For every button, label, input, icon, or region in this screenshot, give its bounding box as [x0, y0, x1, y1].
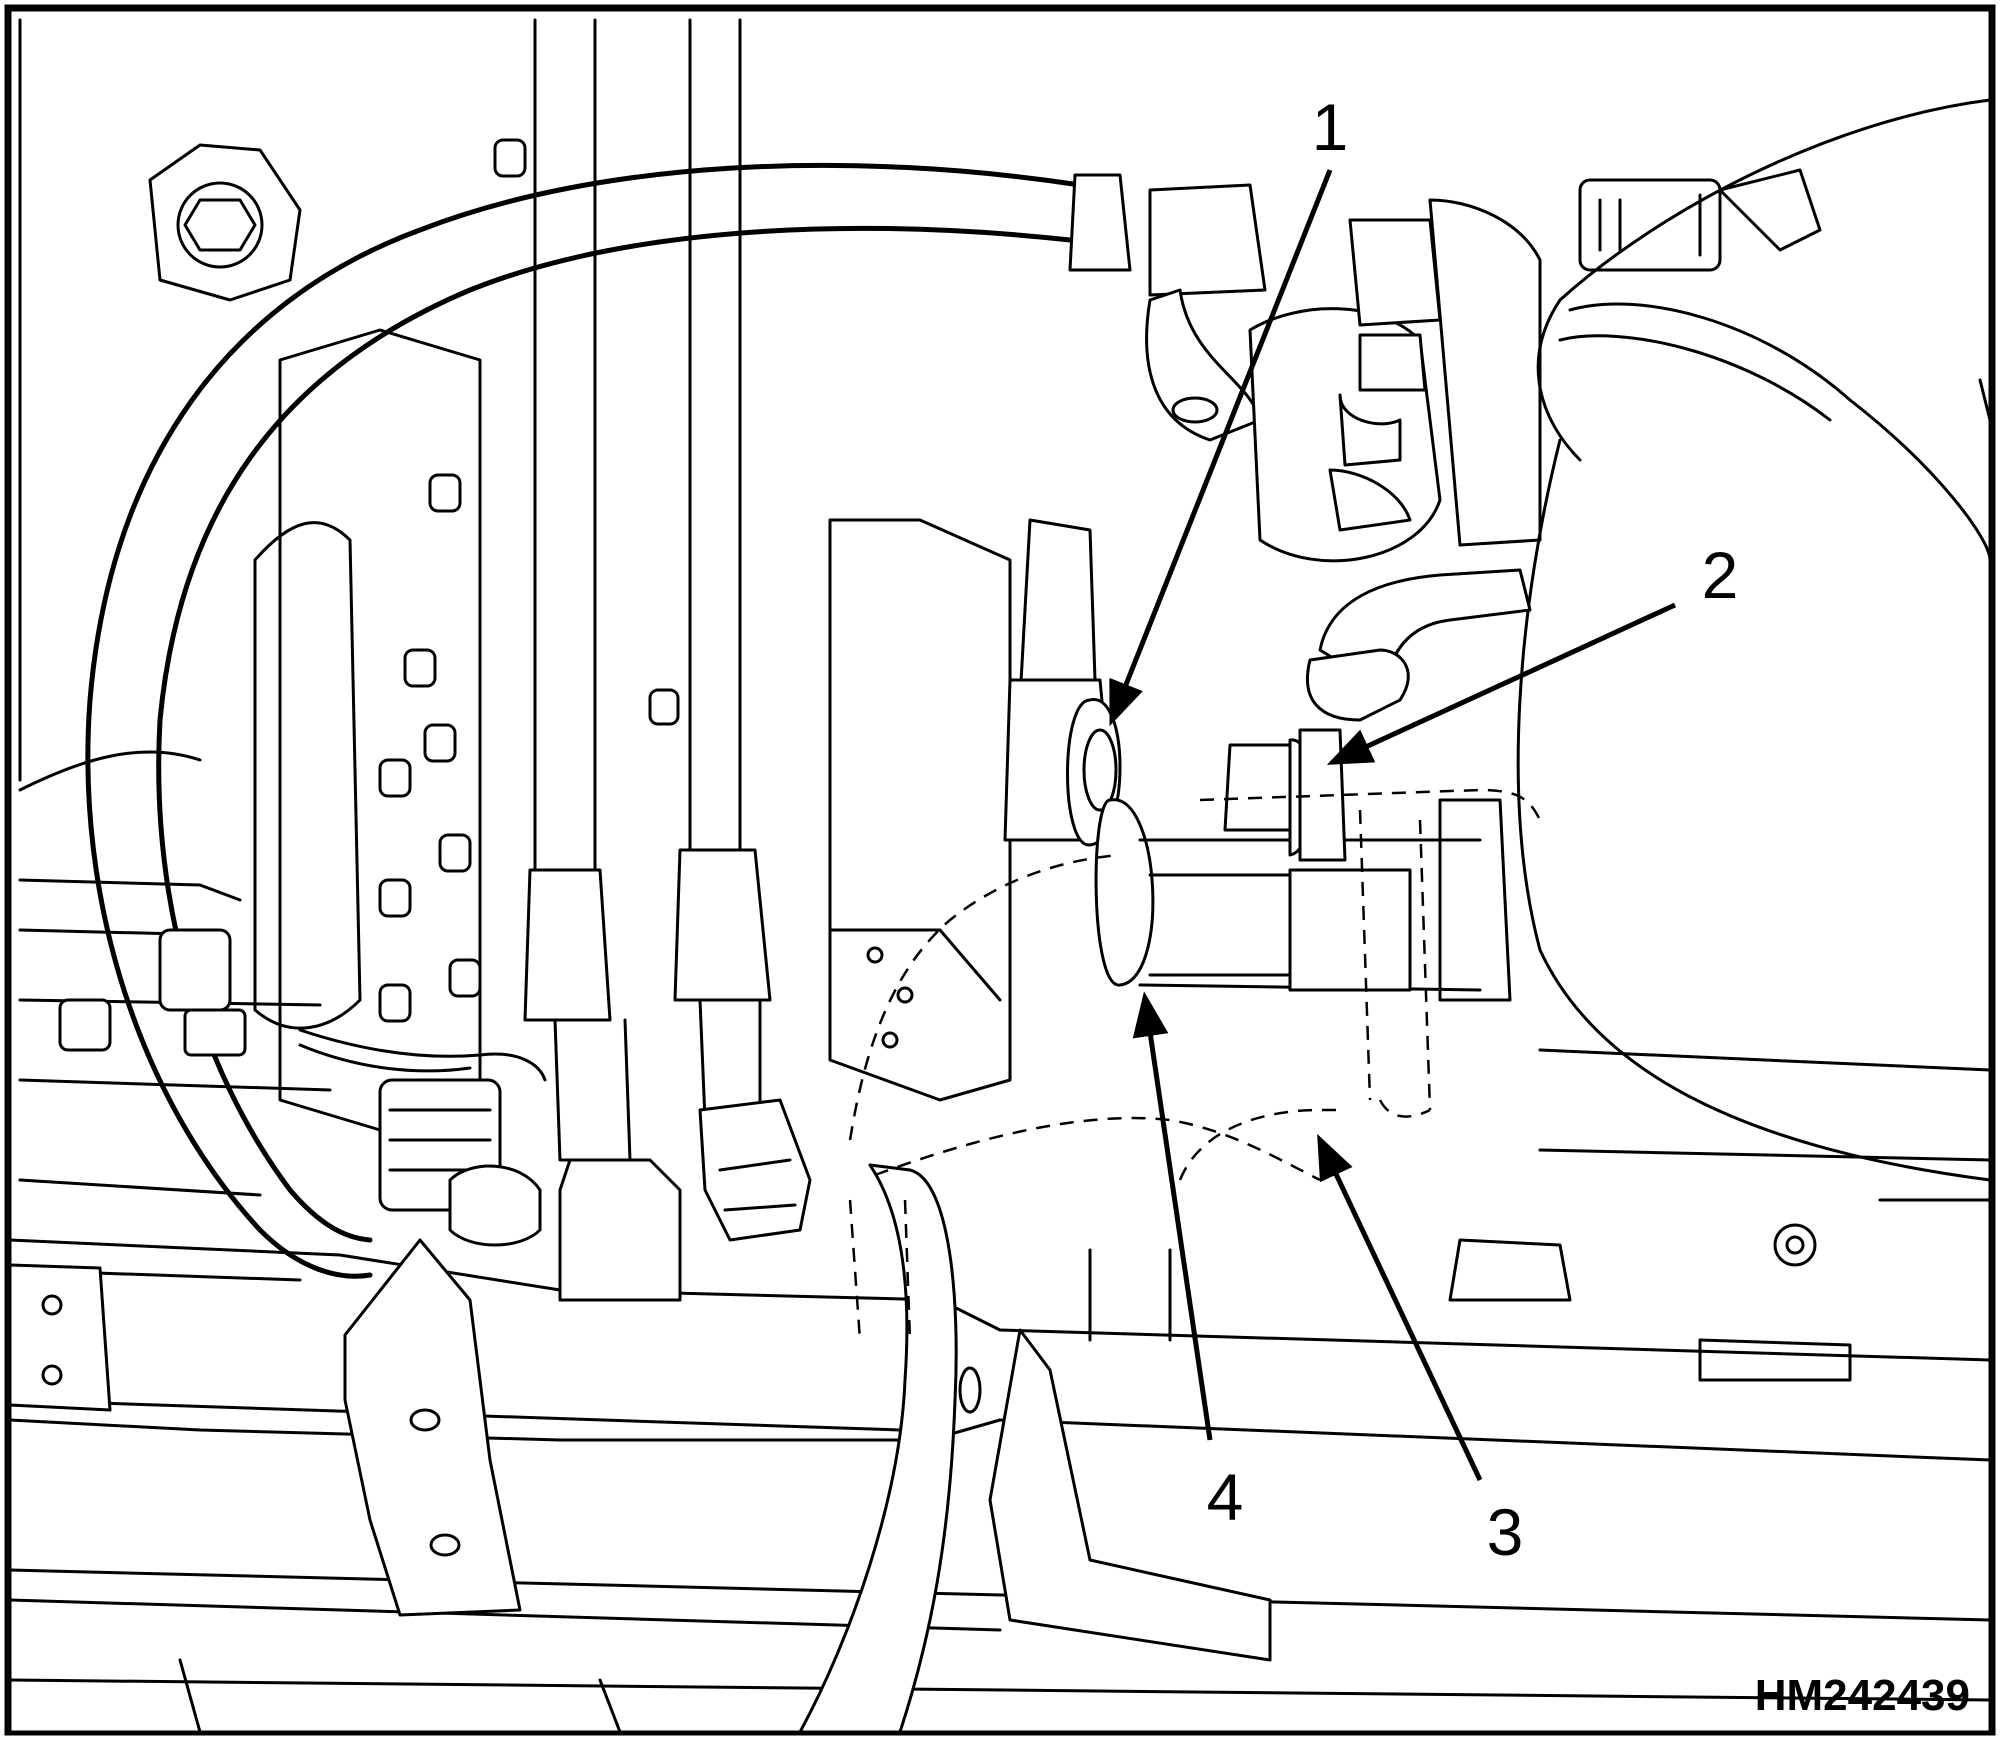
electrical-connector-top-right [1578, 168, 1822, 272]
callout-label-2: 2 [1702, 538, 1739, 612]
mounting-bracket-left [343, 1238, 522, 1617]
center-bracket [828, 518, 1172, 1342]
block-bolts [378, 138, 680, 1023]
callout-label-1: 1 [1312, 90, 1349, 164]
engine-block-left [18, 18, 680, 1132]
hidden-exhaust-path [848, 788, 1542, 1341]
callout-label-3: 3 [1487, 1495, 1524, 1569]
leader-line-2 [1326, 602, 1677, 765]
wiring-harness-left [18, 878, 547, 1247]
hose-pair-center [523, 18, 812, 1302]
coolant-hose-loop [85, 162, 1083, 1279]
figure-id-code: HM242439 [1755, 1671, 1970, 1720]
mounting-strap [798, 1163, 1272, 1734]
left-frame-rail [8, 1238, 1992, 1462]
right-lower-bracket [1438, 798, 1992, 1382]
callout-leaders [1109, 169, 1677, 1482]
bolt-boss-top-left [148, 143, 302, 302]
callout-label-4: 4 [1207, 1460, 1244, 1534]
leader-line-1 [1109, 169, 1333, 727]
sensor-component-1 [1003, 518, 1155, 987]
leader-line-4 [1132, 991, 1213, 1441]
elbow-hose [1298, 568, 1532, 862]
leader-line-3 [1317, 1133, 1483, 1482]
lower-crossmember [8, 1568, 1992, 1734]
sensor-cluster-upper [1068, 173, 1542, 563]
